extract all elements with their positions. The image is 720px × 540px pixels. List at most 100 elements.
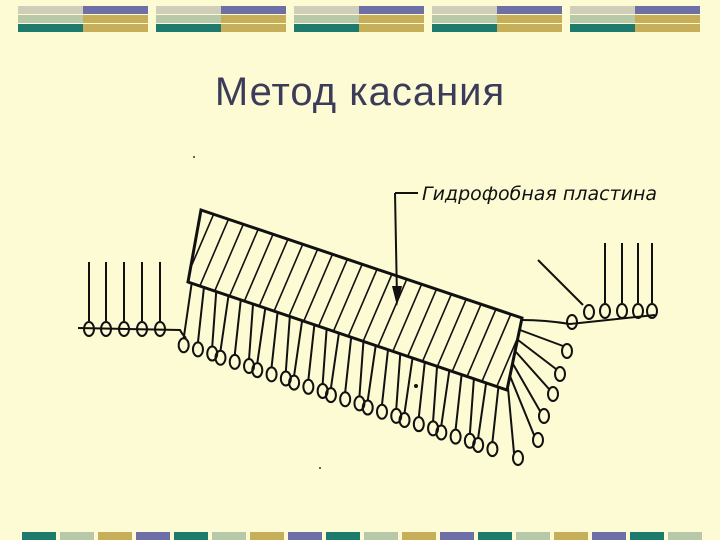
- molecule-tail: [211, 291, 218, 347]
- deco-block: [635, 6, 700, 14]
- slide-title: Метод касания: [214, 70, 506, 114]
- speck-dot: [193, 156, 195, 158]
- molecule-head: [177, 337, 190, 354]
- speck-dot: [414, 384, 418, 388]
- deco-block: [136, 532, 170, 540]
- hydrophobic-plate: [186, 190, 615, 400]
- plate-adsorbed-molecules: [177, 283, 500, 458]
- molecule-head: [646, 303, 658, 319]
- deco-block: [497, 6, 562, 14]
- deco-block: [156, 6, 221, 14]
- molecule-head: [339, 391, 352, 408]
- molecule-head: [599, 303, 611, 319]
- molecule-tail: [517, 339, 557, 370]
- molecule-tail: [307, 324, 316, 380]
- deco-block: [359, 24, 424, 32]
- deco-block: [570, 15, 635, 23]
- deco-block: [250, 532, 284, 540]
- hatch-line: [188, 210, 191, 390]
- deco-block: [98, 532, 132, 540]
- molecule-head: [554, 366, 566, 382]
- deco-block: [635, 24, 700, 32]
- deco-block: [359, 6, 424, 14]
- deco-block: [294, 6, 359, 14]
- molecule-head: [398, 412, 411, 429]
- molecule-head: [361, 399, 374, 416]
- molecule-head: [435, 424, 448, 441]
- deco-block: [18, 24, 83, 32]
- deco-block: [570, 24, 635, 32]
- deco-block: [497, 15, 562, 23]
- speck-dot: [319, 467, 321, 469]
- deco-block: [592, 532, 626, 540]
- hatch-line: [473, 210, 522, 390]
- deco-block: [212, 532, 246, 540]
- molecule-head: [547, 386, 559, 402]
- molecule-head: [566, 314, 578, 330]
- molecule-tail: [507, 387, 515, 454]
- molecule-tail: [196, 287, 205, 343]
- molecule-head: [214, 349, 227, 366]
- molecule-tail: [233, 299, 242, 355]
- deco-block: [22, 532, 56, 540]
- deco-block: [432, 24, 497, 32]
- deco-block: [156, 15, 221, 23]
- hatch-line: [525, 190, 615, 400]
- deco-block: [554, 532, 588, 540]
- deco-block: [497, 24, 562, 32]
- deco-block: [516, 532, 550, 540]
- deco-block: [221, 24, 286, 32]
- molecule-head: [191, 341, 204, 358]
- molecule-tail: [519, 329, 564, 347]
- molecule-head: [561, 343, 573, 359]
- deco-block: [294, 24, 359, 32]
- molecule-tail: [512, 363, 541, 412]
- deco-block: [478, 532, 512, 540]
- deco-block: [630, 532, 664, 540]
- water-surface-right: [521, 314, 656, 326]
- right-surface-molecules: [566, 243, 658, 330]
- molecule-tail: [270, 312, 279, 368]
- deco-block: [288, 532, 322, 540]
- molecule-tail: [395, 353, 402, 409]
- molecule-tail: [380, 349, 389, 405]
- molecule-tail: [403, 357, 414, 414]
- molecule-head: [324, 387, 337, 404]
- hatch-line: [188, 210, 208, 390]
- deco-block: [221, 15, 286, 23]
- molecule-head: [265, 366, 278, 383]
- right-pointer-line: [537, 259, 584, 306]
- deco-block: [83, 15, 148, 23]
- molecule-tail: [468, 378, 475, 434]
- hatch-line: [490, 210, 522, 390]
- hatch-line: [188, 210, 225, 390]
- molecule-head: [486, 441, 499, 458]
- deco-block: [294, 15, 359, 23]
- molecule-tail: [293, 320, 304, 376]
- molecule-tail: [321, 328, 328, 385]
- deco-block: [359, 15, 424, 23]
- deco-block: [668, 532, 702, 540]
- water-surface-left: [77, 327, 187, 339]
- molecule-head: [302, 378, 315, 395]
- molecule-tail: [417, 362, 426, 418]
- left-surface-molecules: [83, 262, 166, 337]
- molecule-tail: [344, 337, 353, 393]
- molecule-tail: [366, 345, 377, 401]
- molecule-tail: [329, 332, 340, 389]
- molecule-tail: [256, 308, 267, 364]
- deco-block: [440, 532, 474, 540]
- deco-block: [570, 6, 635, 14]
- molecule-tail: [515, 351, 550, 390]
- bottom-decorative-band: [22, 532, 702, 540]
- top-decorative-band: [18, 6, 700, 32]
- molecule-head: [512, 450, 524, 466]
- molecule-head: [251, 362, 264, 379]
- deco-block: [156, 24, 221, 32]
- deco-block: [432, 6, 497, 14]
- molecule-tail: [284, 316, 291, 372]
- molecule-head: [228, 353, 241, 370]
- deco-block: [326, 532, 360, 540]
- molecule-tail: [358, 341, 365, 397]
